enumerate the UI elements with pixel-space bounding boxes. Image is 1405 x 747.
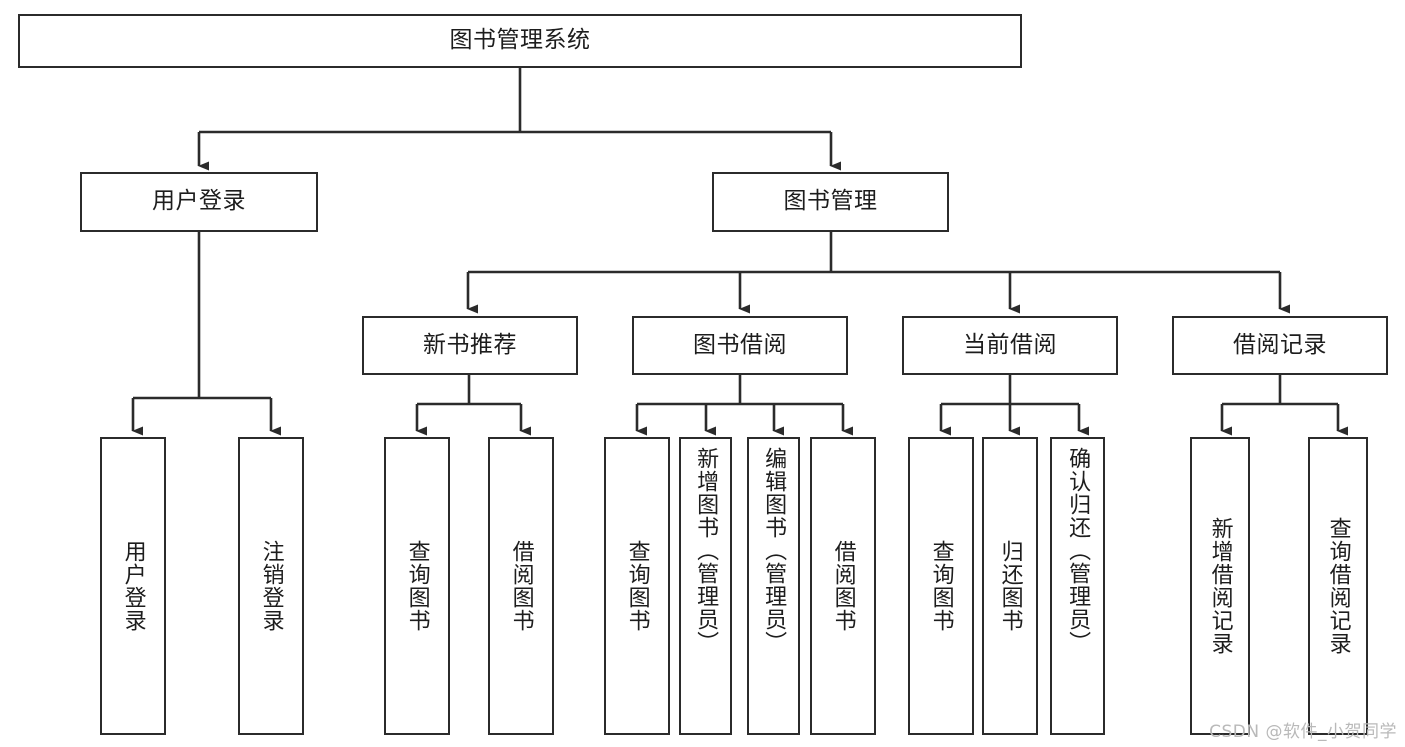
node-leaf-current-borrow-return[interactable]: 归还图书 bbox=[982, 437, 1038, 735]
node-leaf-book-borrow-query[interactable]: 查询图书 bbox=[604, 437, 670, 735]
node-user-login[interactable]: 用户登录 bbox=[80, 172, 318, 232]
node-leaf-new-book-query[interactable]: 查询图书 bbox=[384, 437, 450, 735]
node-new-book-recommend-label: 新书推荐 bbox=[423, 331, 517, 358]
node-leaf-borrow-record-add[interactable]: 新增借阅记录 bbox=[1190, 437, 1250, 735]
node-leaf-label: 编辑图书（管理员） bbox=[761, 447, 787, 654]
node-leaf-label: 注销登录 bbox=[258, 540, 284, 632]
node-borrow-record-label: 借阅记录 bbox=[1233, 331, 1327, 358]
node-root-book-management-system[interactable]: 图书管理系统 bbox=[18, 14, 1022, 68]
node-leaf-book-borrow-edit-admin[interactable]: 编辑图书（管理员） bbox=[747, 437, 800, 735]
node-leaf-label: 查询图书 bbox=[624, 540, 650, 632]
node-new-book-recommend[interactable]: 新书推荐 bbox=[362, 316, 578, 375]
node-leaf-current-borrow-query[interactable]: 查询图书 bbox=[908, 437, 974, 735]
node-leaf-label: 借阅图书 bbox=[830, 540, 856, 632]
watermark-text: CSDN @软件_小贺同学 bbox=[1209, 722, 1397, 742]
node-current-borrow-label: 当前借阅 bbox=[963, 331, 1057, 358]
node-leaf-label: 查询图书 bbox=[404, 540, 430, 632]
node-book-borrow-label: 图书借阅 bbox=[693, 331, 787, 358]
node-leaf-label: 查询图书 bbox=[928, 540, 954, 632]
node-leaf-label: 借阅图书 bbox=[508, 540, 534, 632]
node-borrow-record[interactable]: 借阅记录 bbox=[1172, 316, 1388, 375]
node-leaf-label: 确认归还（管理员） bbox=[1065, 447, 1091, 654]
node-leaf-label: 归还图书 bbox=[997, 540, 1023, 632]
node-leaf-book-borrow-borrow[interactable]: 借阅图书 bbox=[810, 437, 876, 735]
node-leaf-current-borrow-confirm-admin[interactable]: 确认归还（管理员） bbox=[1050, 437, 1105, 735]
node-current-borrow[interactable]: 当前借阅 bbox=[902, 316, 1118, 375]
node-book-management[interactable]: 图书管理 bbox=[712, 172, 949, 232]
node-leaf-new-book-borrow[interactable]: 借阅图书 bbox=[488, 437, 554, 735]
node-leaf-book-borrow-add-admin[interactable]: 新增图书（管理员） bbox=[679, 437, 732, 735]
node-leaf-user-login-logout[interactable]: 注销登录 bbox=[238, 437, 304, 735]
node-book-management-label: 图书管理 bbox=[783, 188, 878, 215]
node-leaf-label: 查询借阅记录 bbox=[1325, 517, 1351, 655]
node-leaf-label: 新增借阅记录 bbox=[1207, 517, 1233, 655]
node-user-login-label: 用户登录 bbox=[152, 188, 246, 215]
node-root-label: 图书管理系统 bbox=[449, 27, 591, 54]
node-leaf-label: 用户登录 bbox=[120, 540, 146, 632]
node-book-borrow[interactable]: 图书借阅 bbox=[632, 316, 848, 375]
node-leaf-label: 新增图书（管理员） bbox=[693, 447, 719, 654]
node-leaf-user-login-login[interactable]: 用户登录 bbox=[100, 437, 166, 735]
node-leaf-borrow-record-query[interactable]: 查询借阅记录 bbox=[1308, 437, 1368, 735]
